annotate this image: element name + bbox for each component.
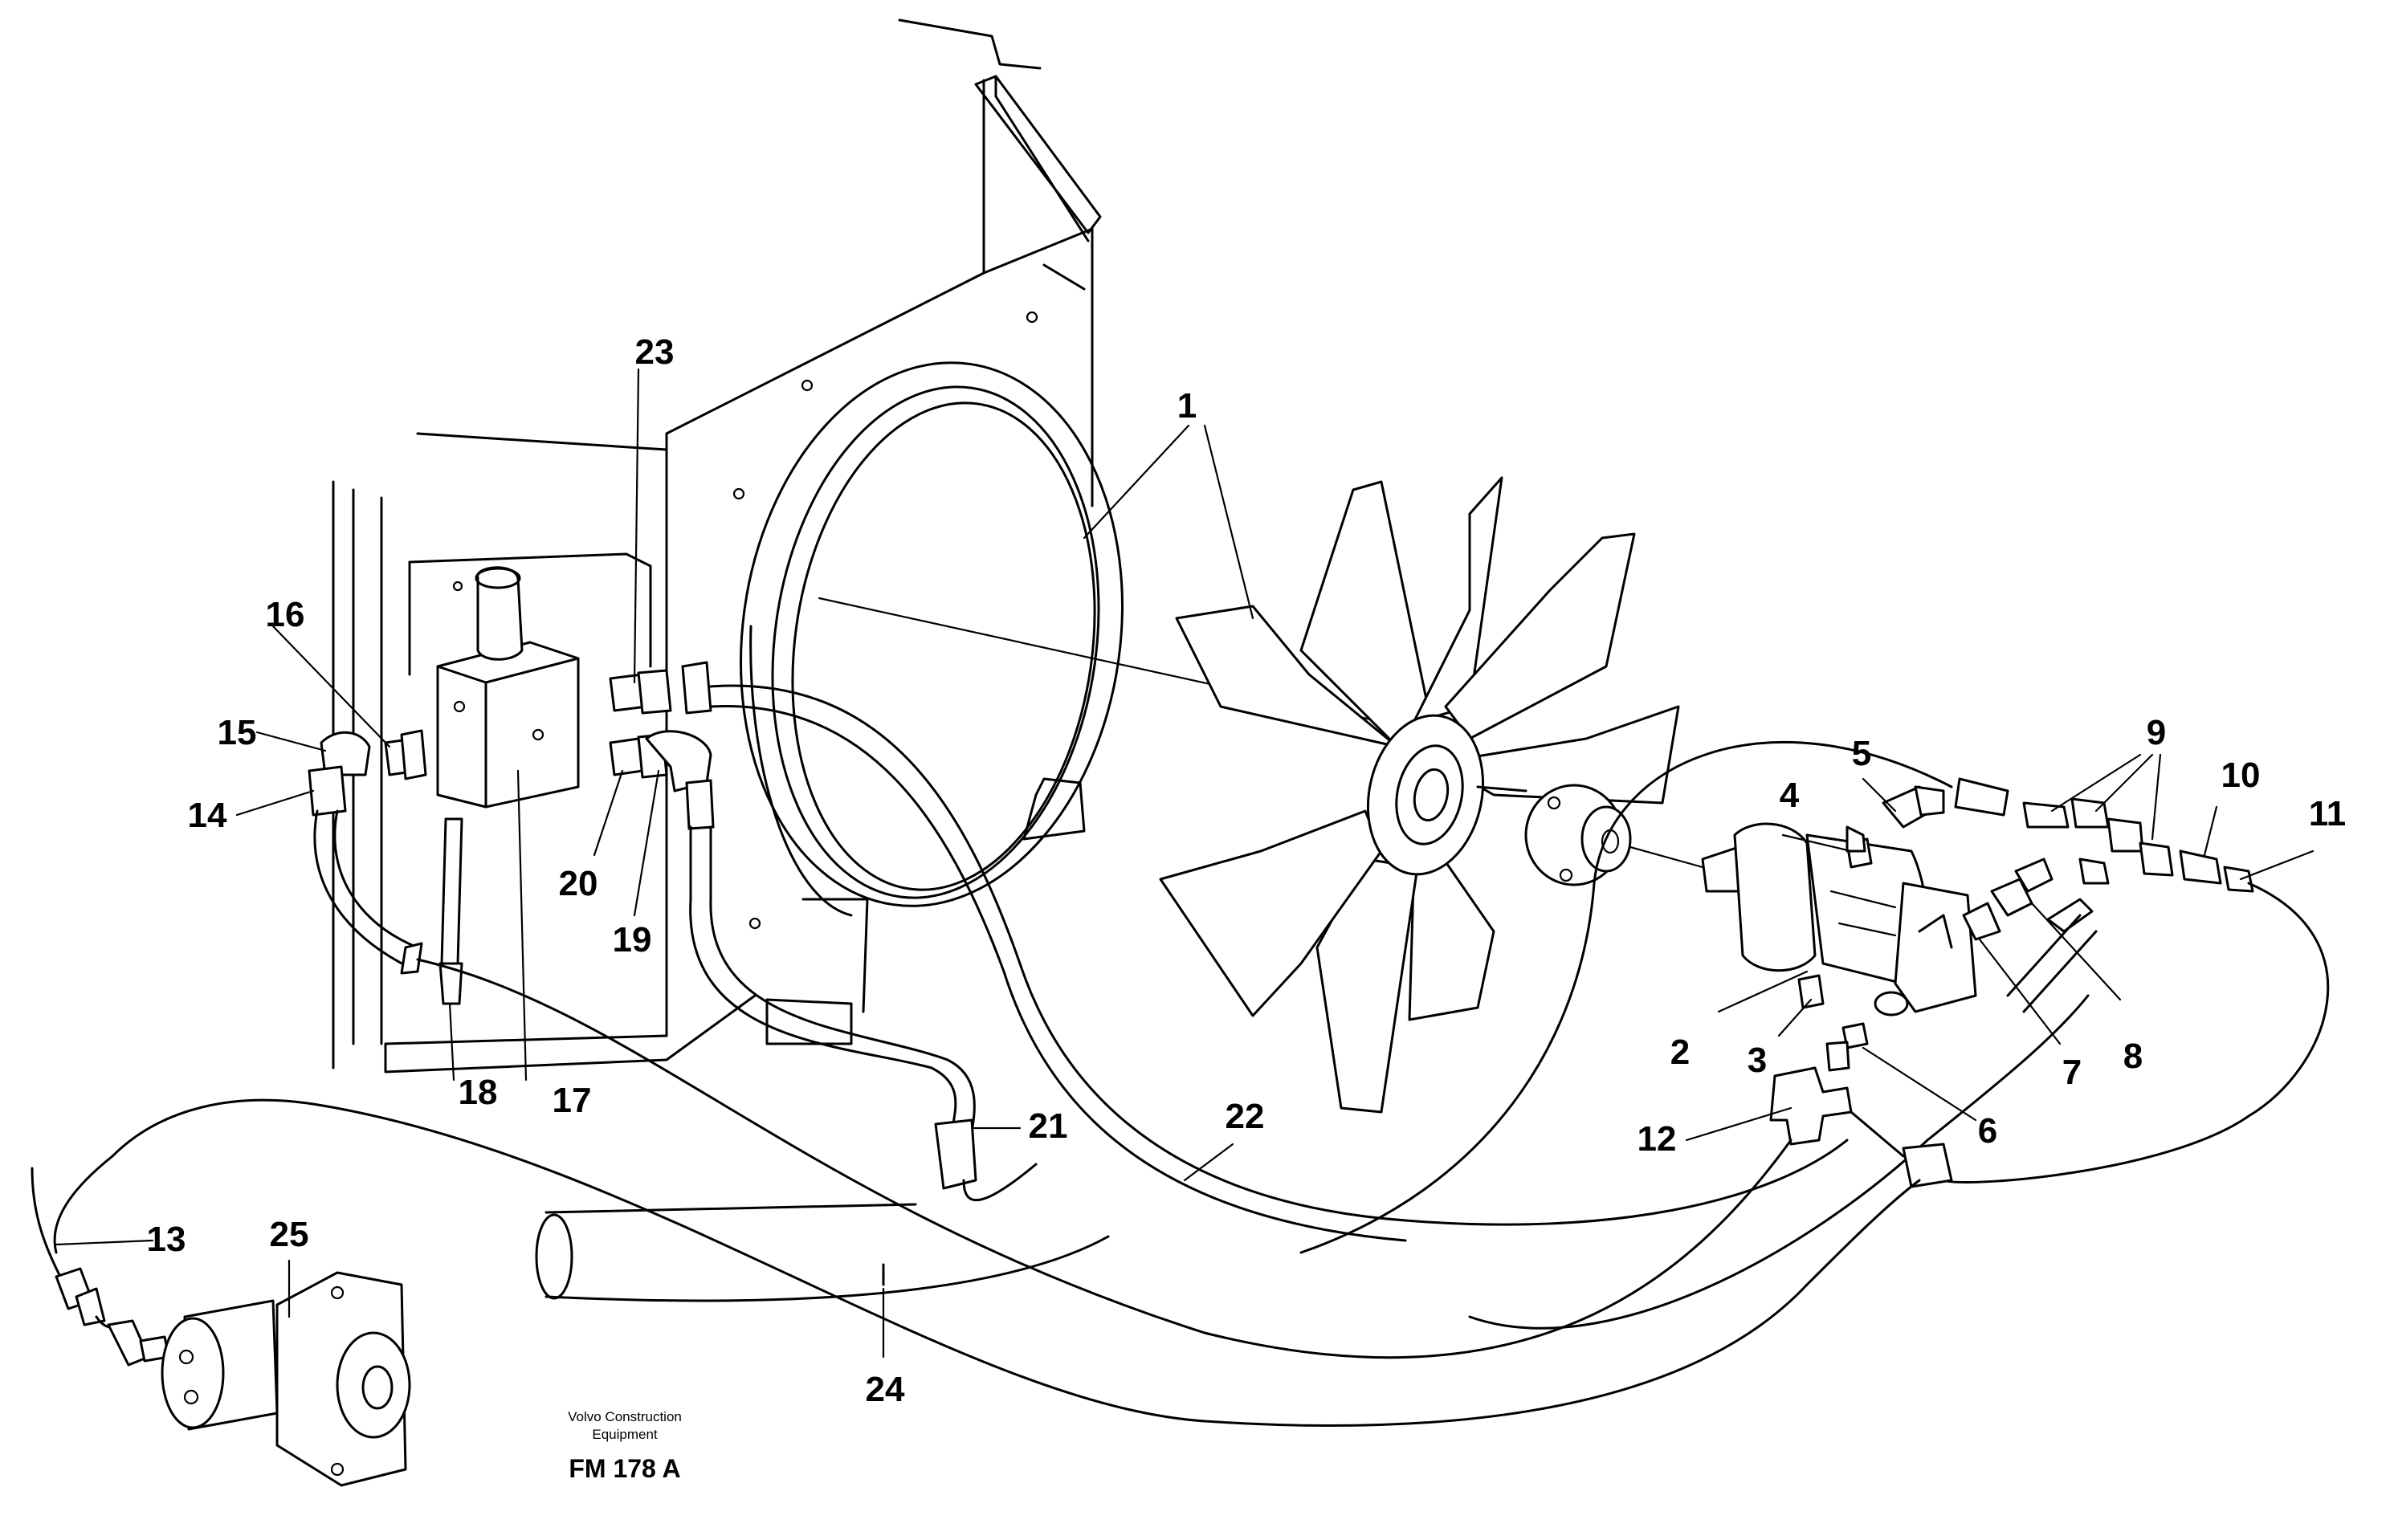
leader-20	[593, 769, 624, 857]
callout-2: 2	[1670, 1033, 1690, 1072]
callout-23: 23	[635, 332, 675, 372]
callout-22: 22	[1226, 1097, 1265, 1136]
fan-ring	[740, 361, 1124, 917]
callout-6: 6	[1978, 1111, 1997, 1151]
caption-line-1: Volvo Construction	[568, 1409, 682, 1424]
leader-8	[2030, 902, 2122, 1001]
fan-blades	[1159, 476, 1680, 1114]
leader-7	[1978, 938, 2062, 1045]
callout-9: 9	[2147, 713, 2166, 752]
callout-24: 24	[866, 1370, 905, 1409]
callout-20: 20	[559, 864, 598, 903]
callout-11: 11	[2309, 794, 2347, 833]
callout-4: 4	[1780, 776, 1800, 815]
hydraulic-motor	[1701, 822, 1977, 1016]
callout-15: 15	[218, 713, 257, 752]
callout-19: 19	[613, 920, 652, 959]
leader-1b	[1203, 424, 1254, 620]
leader-9a	[2050, 753, 2142, 813]
fittings-upper-right	[1954, 777, 2254, 1013]
callout-17: 17	[553, 1081, 592, 1120]
leader-13	[55, 1239, 154, 1246]
fittings-left	[308, 729, 427, 975]
callout-10: 10	[2221, 756, 2261, 795]
fittings-center	[609, 661, 715, 901]
leader-3	[1777, 998, 1813, 1037]
leader-18	[448, 1002, 455, 1082]
leader-2	[1717, 970, 1809, 1013]
callout-18: 18	[459, 1073, 498, 1112]
callout-3: 3	[1748, 1041, 1767, 1080]
leader-19	[633, 769, 660, 917]
figure-code: FM 178 A	[569, 1454, 680, 1483]
leader-11	[2239, 849, 2315, 881]
leader-23	[633, 368, 640, 684]
callout-1: 1	[1177, 386, 1197, 426]
coupling-hub	[1476, 784, 1704, 886]
callout-21: 21	[1029, 1106, 1068, 1146]
callout-8: 8	[2123, 1037, 2143, 1076]
hoses	[31, 684, 2330, 1427]
caption-line-2: Equipment	[592, 1427, 658, 1442]
callout-12: 12	[1638, 1119, 1677, 1159]
leader-4	[1781, 833, 1853, 853]
leader-lines	[55, 368, 2315, 1359]
leader-10	[2203, 805, 2218, 857]
callout-13: 13	[147, 1220, 186, 1259]
caption-block: Volvo Construction Equipment FM 178 A	[568, 1409, 682, 1483]
leader-12	[1685, 1106, 1792, 1142]
leader-17	[516, 769, 528, 1082]
callout-labels: 1 2 3 4 5 6 7 8 9 10 11 12 13 14 15 16 1…	[147, 332, 2347, 1409]
leader-22	[1183, 1143, 1234, 1182]
leader-1a	[1083, 424, 1190, 540]
callout-16: 16	[266, 595, 305, 634]
callout-25: 25	[270, 1215, 309, 1254]
leader-9c	[2151, 753, 2162, 841]
fittings-motor	[1797, 785, 1945, 1072]
thermostat-valve	[161, 1271, 411, 1487]
leader-14	[235, 789, 315, 817]
leader-6	[1862, 1046, 1977, 1122]
leader-9b	[2094, 753, 2154, 813]
valve-block	[408, 552, 652, 1005]
callout-7: 7	[2062, 1053, 2082, 1092]
callout-14: 14	[188, 796, 227, 835]
leader-5	[1862, 777, 1897, 813]
leader-16	[271, 625, 391, 748]
callout-5: 5	[1852, 734, 1871, 773]
leader-15	[255, 731, 327, 752]
tee-fitting	[1769, 1066, 1853, 1146]
